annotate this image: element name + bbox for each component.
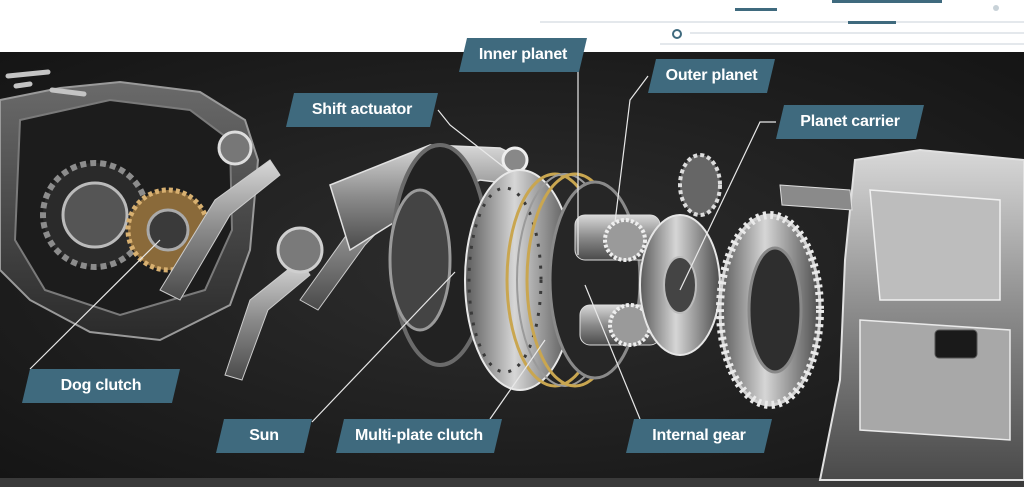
callout-planet-carrier (679, 121, 776, 291)
shift-actuator (276, 143, 529, 367)
multi-plate-clutch (464, 169, 642, 391)
main-housing (779, 148, 1024, 481)
callout-lines (29, 55, 776, 423)
label-inner-planet: Inner planet (459, 38, 587, 72)
internal-gear (716, 211, 824, 409)
callout-shift-actuator (437, 109, 506, 169)
header-decoration (540, 0, 1024, 45)
planetary-gearset (574, 153, 722, 356)
callout-sun (311, 271, 456, 423)
callout-multi-plate-clutch (489, 339, 546, 420)
label-multi-plate-clutch: Multi-plate clutch (336, 419, 502, 453)
label-planet-carrier: Planet carrier (776, 105, 924, 139)
label-sun: Sun (216, 419, 312, 453)
label-internal-gear: Internal gear (626, 419, 772, 453)
label-outer-planet: Outer planet (648, 59, 775, 93)
callout-internal-gear (584, 284, 641, 420)
callout-outer-planet (614, 75, 649, 223)
callout-dog-clutch (29, 239, 161, 370)
label-shift-actuator: Shift actuator (286, 93, 438, 127)
label-dog-clutch: Dog clutch (22, 369, 180, 403)
